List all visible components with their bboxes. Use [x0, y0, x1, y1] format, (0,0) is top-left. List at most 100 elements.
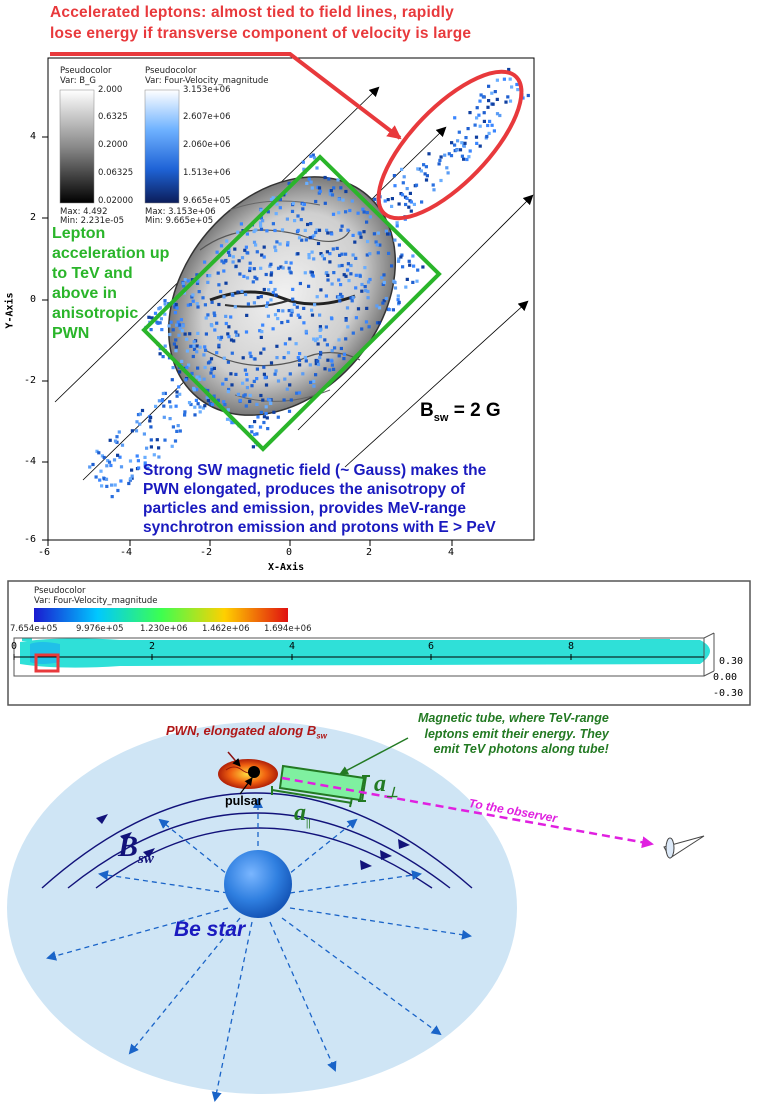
- particle-dot: [315, 337, 319, 341]
- particle-dot: [338, 253, 342, 257]
- particle-dot: [292, 302, 296, 306]
- particle-dot: [310, 235, 314, 239]
- tube-line-2: emit TeV photons along tube!: [433, 742, 609, 756]
- particle-dot: [291, 287, 295, 291]
- particle-dot: [281, 266, 285, 270]
- particle-dot: [138, 422, 142, 426]
- particle-dot: [157, 455, 161, 459]
- particle-dot: [99, 469, 103, 473]
- particle-dot: [210, 324, 214, 328]
- particle-dot: [508, 99, 513, 103]
- particle-dot: [159, 317, 163, 321]
- particle-dot: [102, 455, 106, 460]
- particle-dot: [196, 305, 200, 309]
- legend-bg-tick-3: 0.06325: [98, 168, 134, 178]
- particle-dot: [397, 257, 401, 261]
- particle-dot: [384, 296, 388, 301]
- particle-dot: [363, 285, 367, 289]
- particle-dot: [317, 186, 322, 190]
- particle-dot: [326, 231, 330, 235]
- particle-dot: [286, 351, 291, 355]
- particle-dot: [255, 250, 259, 254]
- particle-dot: [515, 82, 519, 87]
- particle-dot: [154, 404, 158, 408]
- particle-dot: [208, 402, 212, 406]
- particle-dot: [136, 459, 140, 463]
- particle-dot: [328, 260, 332, 264]
- particle-dot: [183, 410, 187, 414]
- particle-dot: [196, 366, 200, 370]
- particle-dot: [349, 272, 353, 276]
- particle-dot: [195, 388, 199, 392]
- particle-dot: [296, 214, 300, 218]
- particle-dot: [446, 171, 450, 175]
- particle-dot: [478, 124, 482, 128]
- pwn-label: PWN, elongated along Bsw: [166, 723, 327, 741]
- particle-dot: [325, 250, 329, 254]
- particle-dot: [332, 271, 336, 275]
- particle-dot: [466, 127, 470, 131]
- particle-dot: [204, 316, 208, 320]
- particle-dot: [421, 265, 425, 269]
- legend-fv-max: Max: 3.153e+06: [145, 207, 216, 217]
- particle-dot: [225, 239, 229, 243]
- particle-dot: [189, 344, 193, 348]
- particle-dot: [339, 283, 343, 287]
- observer-line: [281, 776, 654, 849]
- particle-dot: [264, 383, 269, 387]
- particle-dot: [127, 481, 131, 486]
- particle-dot: [393, 280, 397, 285]
- mid-xtick-1: 2: [149, 641, 156, 652]
- particle-dot: [313, 303, 317, 307]
- particle-dot: [439, 155, 443, 159]
- legend-fv-var: Var: Four-Velocity_magnitude: [145, 76, 269, 86]
- particle-dot: [243, 248, 247, 252]
- particle-dot: [468, 149, 472, 153]
- particle-dot: [311, 153, 315, 157]
- bsw-schematic-sub: sw: [138, 851, 154, 867]
- particle-dot: [317, 228, 322, 232]
- mid-xtick-0: 0: [11, 641, 18, 652]
- particle-dot: [340, 252, 344, 256]
- bsw-schematic-main: B: [118, 830, 139, 863]
- particle-dot: [206, 361, 211, 365]
- particle-dot: [118, 455, 122, 459]
- particle-dot: [259, 351, 263, 355]
- particle-dot: [217, 283, 221, 287]
- particle-dot: [185, 337, 189, 341]
- particle-dot: [395, 224, 399, 228]
- particle-dot: [226, 250, 231, 255]
- particle-dot: [208, 274, 212, 278]
- particle-dot: [245, 276, 250, 280]
- particle-dot: [233, 247, 237, 251]
- particle-dot: [251, 445, 255, 449]
- particle-dot: [347, 279, 351, 283]
- legend-bg-tick-4: 0.02000: [98, 196, 134, 206]
- particle-dot: [274, 248, 278, 253]
- x-axis-label: X-Axis: [268, 562, 305, 573]
- blue-line-2: particles and emission, provides MeV-ran…: [143, 500, 467, 517]
- particle-dot: [375, 304, 379, 308]
- particle-dot: [364, 320, 369, 324]
- particle-dot: [397, 202, 401, 206]
- particle-dot: [431, 183, 435, 187]
- particle-dot: [222, 356, 226, 360]
- particle-dot: [264, 405, 268, 409]
- particle-dot: [412, 264, 416, 268]
- xtick-0: -6: [38, 547, 51, 558]
- particle-dot: [323, 338, 327, 342]
- particle-dot: [193, 405, 197, 409]
- particle-dot: [319, 288, 323, 292]
- particle-dot: [157, 446, 161, 450]
- particle-dot: [113, 439, 118, 443]
- particle-dot: [202, 377, 206, 381]
- wind-field-lines: [41, 792, 473, 889]
- particle-dot: [438, 158, 442, 162]
- particle-dot: [192, 340, 196, 344]
- particle-dot: [191, 299, 195, 303]
- particle-dot: [287, 266, 291, 270]
- particle-dot: [307, 284, 311, 288]
- bsw-schematic-label: Bsw: [118, 830, 154, 868]
- particle-dot: [339, 186, 343, 190]
- particle-dot: [177, 323, 181, 327]
